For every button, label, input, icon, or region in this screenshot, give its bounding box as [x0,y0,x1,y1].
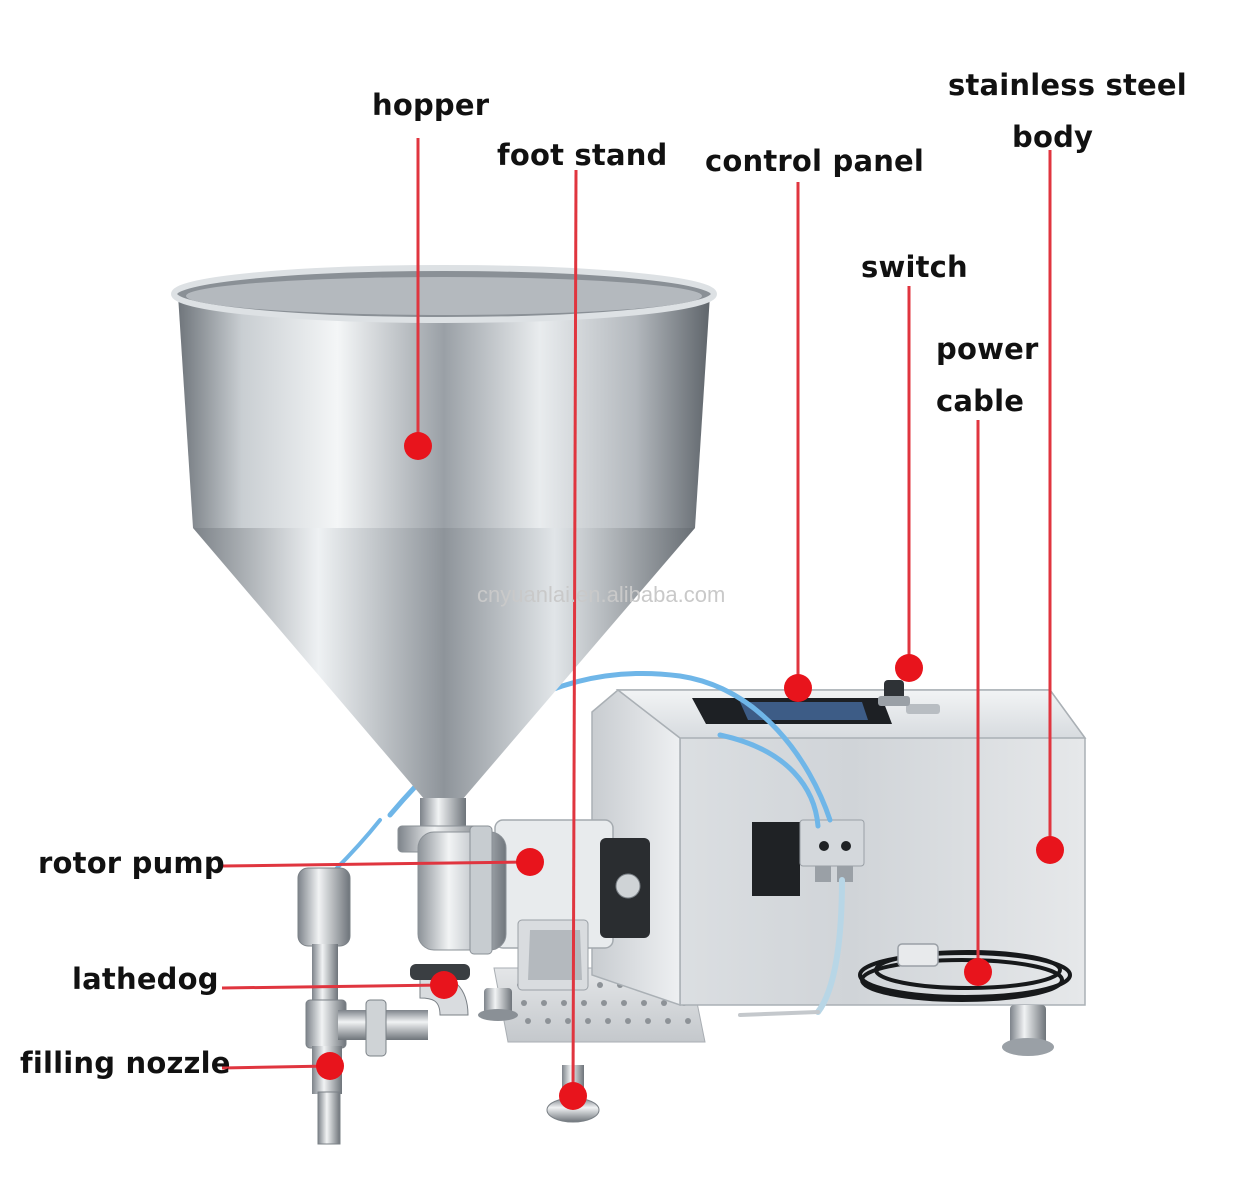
label-hopper: hopper [372,88,490,122]
label-switch: switch [861,250,968,284]
marker-dot-filling-nozzle [316,1052,344,1080]
solenoid-valve [752,819,865,896]
marker-dots [316,432,1064,1110]
marker-dot-control-panel [784,674,812,702]
label-power-cable-line2: cable [936,384,1025,418]
label-stainless-steel-body-line2: body [1012,120,1094,154]
leader-line-lathedog [221,983,445,990]
marker-dot-rotor-pump [516,848,544,876]
label-stainless-steel-body-line1: stainless steel [948,68,1187,102]
control-panel-display [692,698,940,724]
label-rotor-pump: rotor pump [38,846,225,880]
marker-dot-power-cable [964,958,992,986]
label-control-panel: control panel [705,144,925,178]
leader-line-rotor-pump [221,860,531,868]
leader-line-filling-nozzle [221,1064,331,1070]
power-cable-coil [858,943,1072,1002]
label-power-cable-line1: power [936,332,1039,366]
marker-dot-lathedog [430,971,458,999]
marker-dot-foot-stand [559,1082,587,1110]
switch-knob [878,680,910,706]
label-filling-nozzle: filling nozzle [20,1046,231,1080]
marker-dot-hopper [404,432,432,460]
hopper-vessel [171,265,717,853]
label-foot-stand: foot stand [497,138,668,172]
label-lathedog: lathedog [72,962,219,996]
marker-dot-switch [895,654,923,682]
leader-lines [221,138,1052,1097]
leader-line-foot-stand [571,169,578,1097]
watermark-text: cnyuanlai.en.alibaba.com [477,582,726,607]
marker-dot-body [1036,836,1064,864]
